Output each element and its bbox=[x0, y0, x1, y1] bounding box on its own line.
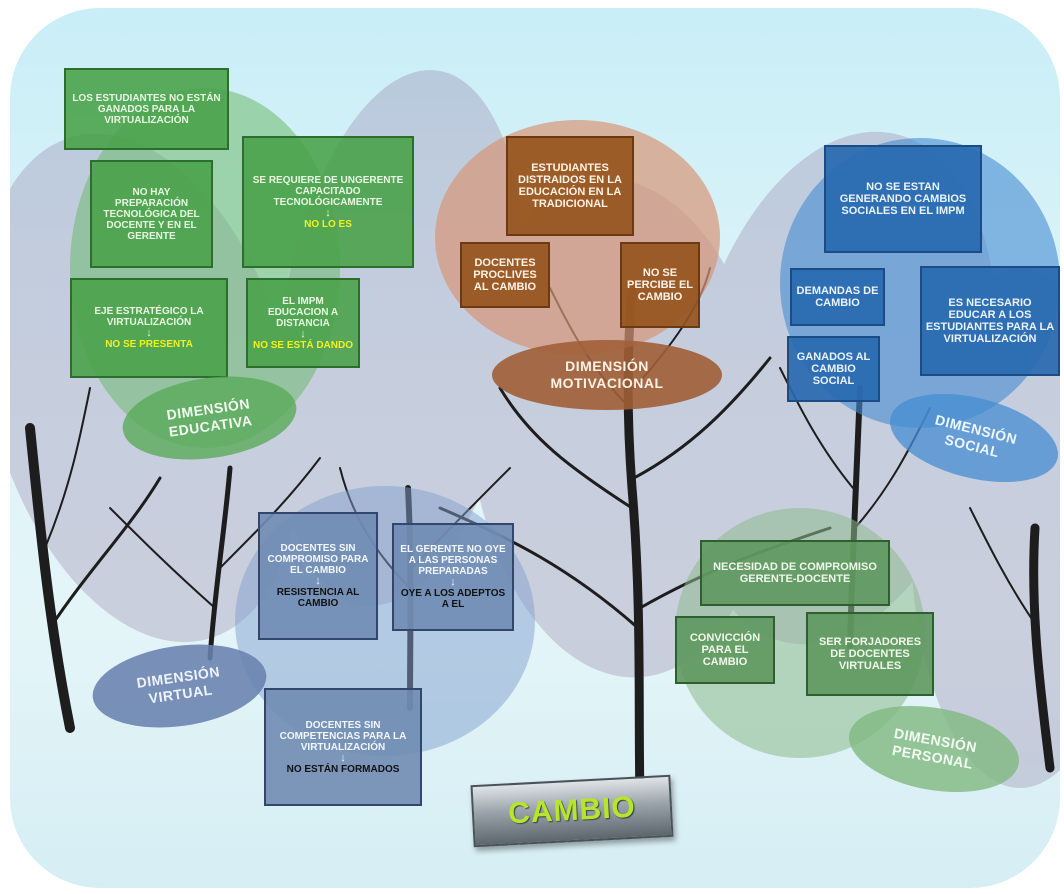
cambio-label: CAMBIO bbox=[507, 790, 637, 831]
motivacional-box-1-text: ESTUDIANTES DISTRAIDOS EN LA EDUCACIÓN E… bbox=[518, 162, 622, 210]
social-box-4: ES NECESARIO EDUCAR A LOS ESTUDIANTES PA… bbox=[920, 266, 1060, 376]
personal-box-2: CONVICCIÓN PARA EL CAMBIO bbox=[675, 616, 775, 684]
social-box-2: DEMANDAS DE CAMBIO bbox=[790, 268, 885, 326]
educativa-box-3: SE REQUIERE DE UNGERENTE CAPACITADO TECN… bbox=[242, 136, 414, 268]
dimension-motivacional-label: DIMENSIÓN MOTIVACIONAL bbox=[492, 340, 722, 410]
educativa-box-4-result: NO SE PRESENTA bbox=[105, 339, 193, 350]
motivacional-box-3: NO SE PERCIBE EL CAMBIO bbox=[620, 242, 700, 328]
virtual-box-2-text: EL GERENTE NO OYE A LAS PERSONAS PREPARA… bbox=[400, 544, 506, 577]
virtual-box-1-result: RESISTENCIA AL CAMBIO bbox=[276, 587, 360, 609]
educativa-box-3-text: SE REQUIERE DE UNGERENTE CAPACITADO TECN… bbox=[252, 174, 404, 208]
social-box-3-text: GANADOS AL CAMBIO SOCIAL bbox=[796, 351, 871, 387]
cambio-plaque: CAMBIO bbox=[470, 774, 674, 848]
arrow-down-icon: ↓ bbox=[325, 206, 331, 219]
arrow-down-icon: ↓ bbox=[450, 576, 456, 588]
personal-box-3: SER FORJADORES DE DOCENTES VIRTUALES bbox=[806, 612, 934, 696]
social-box-2-text: DEMANDAS DE CAMBIO bbox=[796, 285, 879, 309]
virtual-box-3: DOCENTES SIN COMPETENCIAS PARA LA VIRTUA… bbox=[264, 688, 422, 806]
social-box-4-text: ES NECESARIO EDUCAR A LOS ESTUDIANTES PA… bbox=[925, 297, 1055, 345]
virtual-box-2: EL GERENTE NO OYE A LAS PERSONAS PREPARA… bbox=[392, 523, 514, 631]
social-box-1-text: NO SE ESTAN GENERANDO CAMBIOS SOCIALES E… bbox=[839, 181, 967, 217]
arrow-down-icon: ↓ bbox=[315, 575, 321, 587]
educativa-box-5: EL IMPM EDUCACION A DISTANCIA ↓ NO SE ES… bbox=[246, 278, 360, 368]
arrow-down-icon: ↓ bbox=[146, 327, 152, 339]
motivacional-box-3-text: NO SE PERCIBE EL CAMBIO bbox=[626, 267, 693, 303]
virtual-box-1: DOCENTES SIN COMPROMISO PARA EL CAMBIO ↓… bbox=[258, 512, 378, 640]
virtual-box-3-text: DOCENTES SIN COMPETENCIAS PARA LA VIRTUA… bbox=[279, 719, 407, 753]
arrow-down-icon: ↓ bbox=[340, 751, 346, 764]
educativa-box-1: LOS ESTUDIANTES NO ESTÁN GANADOS PARA LA… bbox=[64, 68, 229, 150]
personal-box-1: NECESIDAD DE COMPROMISO GERENTE-DOCENTE bbox=[700, 540, 890, 606]
educativa-box-3-result: NO LO ES bbox=[304, 218, 352, 230]
educativa-box-4-text: EJE ESTRATÉGICO LA VIRTUALIZACIÓN bbox=[94, 306, 204, 328]
virtual-box-3-result: NO ESTÁN FORMADOS bbox=[286, 763, 400, 775]
personal-box-3-text: SER FORJADORES DE DOCENTES VIRTUALES bbox=[818, 636, 922, 672]
virtual-box-1-text: DOCENTES SIN COMPROMISO PARA EL CAMBIO bbox=[267, 543, 369, 576]
social-box-3: GANADOS AL CAMBIO SOCIAL bbox=[787, 336, 880, 402]
personal-box-2-text: CONVICCIÓN PARA EL CAMBIO bbox=[689, 632, 761, 668]
virtual-box-2-result: OYE A LOS ADEPTOS A EL bbox=[400, 588, 506, 610]
educativa-box-5-result: NO SE ESTÁ DANDO bbox=[252, 339, 353, 351]
educativa-box-2-text: NO HAY PREPARACIÓN TECNOLÓGICA DEL DOCEN… bbox=[103, 186, 200, 242]
educativa-box-2: NO HAY PREPARACIÓN TECNOLÓGICA DEL DOCEN… bbox=[90, 160, 213, 268]
personal-box-1-text: NECESIDAD DE COMPROMISO GERENTE-DOCENTE bbox=[713, 561, 877, 585]
educativa-box-5-text: EL IMPM EDUCACION A DISTANCIA bbox=[267, 295, 339, 329]
educativa-box-1-text: LOS ESTUDIANTES NO ESTÁN GANADOS PARA LA… bbox=[72, 92, 221, 126]
motivacional-box-2: DOCENTES PROCLIVES AL CAMBIO bbox=[460, 242, 550, 308]
motivacional-box-2-text: DOCENTES PROCLIVES AL CAMBIO bbox=[473, 257, 537, 293]
social-box-1: NO SE ESTAN GENERANDO CAMBIOS SOCIALES E… bbox=[824, 145, 982, 253]
educativa-box-4: EJE ESTRATÉGICO LA VIRTUALIZACIÓN ↓ NO S… bbox=[70, 278, 228, 378]
diagram-canvas: LOS ESTUDIANTES NO ESTÁN GANADOS PARA LA… bbox=[10, 8, 1060, 888]
arrow-down-icon: ↓ bbox=[300, 327, 306, 340]
motivacional-box-1: ESTUDIANTES DISTRAIDOS EN LA EDUCACIÓN E… bbox=[506, 136, 634, 236]
